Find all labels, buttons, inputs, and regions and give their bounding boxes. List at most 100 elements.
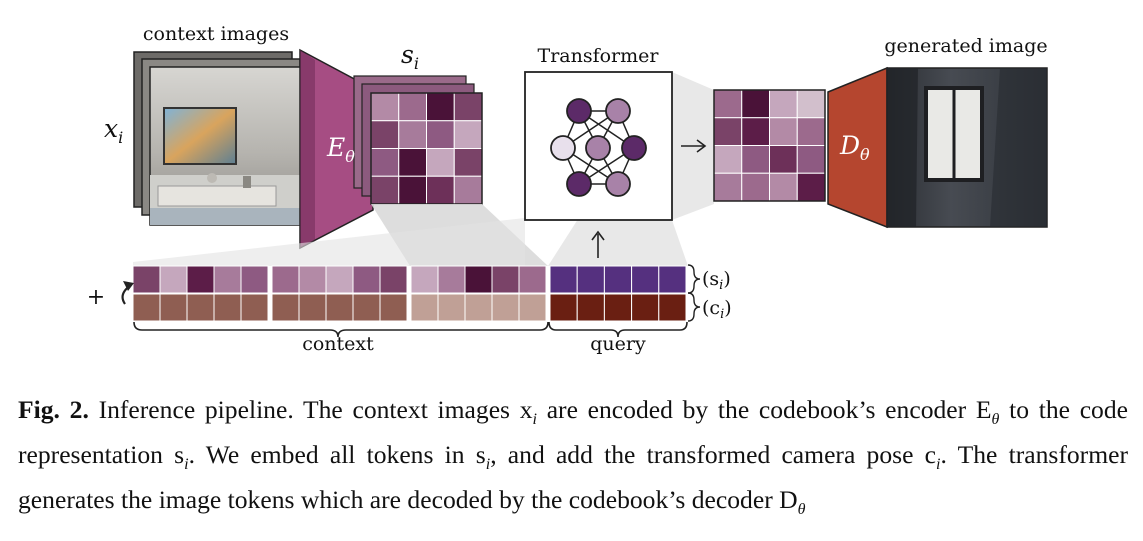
code-token bbox=[398, 175, 427, 205]
query-c-token bbox=[631, 293, 660, 322]
output-token bbox=[741, 89, 770, 119]
context-images-stack bbox=[133, 51, 311, 226]
query-s-token bbox=[603, 265, 633, 294]
context-c-token bbox=[437, 293, 466, 322]
code-token bbox=[370, 120, 400, 149]
output-token bbox=[796, 117, 826, 146]
context-s-token bbox=[410, 265, 439, 294]
context-label: context bbox=[302, 333, 374, 355]
context-s-token bbox=[159, 265, 188, 294]
caption-text-4: . We embed all tokens in s bbox=[188, 440, 486, 470]
context-s-token bbox=[132, 265, 161, 294]
transformer-box bbox=[524, 71, 673, 221]
code-token bbox=[453, 175, 483, 205]
query-s-token bbox=[576, 265, 605, 294]
plus-label: + bbox=[87, 285, 105, 310]
caption-label: Fig. 2. bbox=[18, 395, 89, 424]
context-images-label: context images bbox=[143, 23, 289, 45]
code-token bbox=[426, 148, 455, 177]
code-token bbox=[453, 92, 483, 122]
context-s-token bbox=[298, 265, 327, 294]
c-legend-label: (ci) bbox=[702, 297, 732, 322]
s-legend-label: (si) bbox=[702, 268, 731, 293]
xi-label: xi bbox=[104, 114, 123, 147]
c-row-brace bbox=[687, 292, 701, 322]
output-token bbox=[769, 89, 798, 119]
context-s-token bbox=[213, 265, 242, 294]
context-s-token bbox=[325, 265, 354, 294]
output-token bbox=[741, 145, 770, 174]
context-c-token bbox=[159, 293, 188, 322]
context-c-token bbox=[379, 293, 408, 322]
code-token bbox=[426, 120, 455, 149]
caption-text-2: are encoded by the codebook’s encoder E bbox=[536, 395, 992, 424]
context-s-token bbox=[518, 265, 547, 294]
nn-node-icon bbox=[566, 98, 592, 124]
code-token bbox=[398, 148, 427, 177]
context-c-token bbox=[410, 293, 439, 322]
code-representation-grid bbox=[370, 92, 483, 205]
nn-node-icon bbox=[605, 98, 631, 124]
si-label: si bbox=[401, 40, 419, 73]
query-label: query bbox=[590, 333, 646, 355]
arrow-right bbox=[681, 139, 707, 153]
query-c-token bbox=[549, 293, 578, 322]
decoder-label: Dθ bbox=[839, 131, 870, 164]
context-s-token bbox=[437, 265, 466, 294]
context-s-token bbox=[491, 265, 520, 294]
context-c-token bbox=[325, 293, 354, 322]
code-token bbox=[370, 175, 400, 205]
nn-node-icon bbox=[566, 171, 592, 197]
output-token bbox=[713, 172, 743, 202]
code-token bbox=[398, 92, 427, 122]
query-c-token bbox=[658, 293, 687, 322]
context-c-token bbox=[132, 293, 161, 322]
code-token bbox=[453, 148, 483, 177]
output-token bbox=[796, 145, 826, 174]
output-token bbox=[796, 89, 826, 119]
caption-text-5: , and add the transformed camera pose c bbox=[490, 440, 937, 470]
context-c-token bbox=[271, 293, 300, 322]
context-c-token bbox=[186, 293, 215, 322]
transformer-label: Transformer bbox=[538, 45, 660, 67]
figure-caption: Fig. 2. Inference pipeline. The context … bbox=[18, 395, 1129, 519]
query-c-token bbox=[576, 293, 605, 322]
query-s-token bbox=[549, 265, 578, 294]
output-token bbox=[769, 145, 798, 174]
code-stack bbox=[353, 75, 483, 205]
s-row-brace bbox=[687, 264, 701, 294]
context-brace bbox=[133, 321, 549, 338]
context-c-token bbox=[352, 293, 381, 322]
nn-node-icon bbox=[605, 171, 631, 197]
nn-node-icon bbox=[621, 135, 647, 161]
code-token bbox=[426, 175, 455, 205]
output-token bbox=[769, 172, 798, 202]
output-token bbox=[769, 117, 798, 146]
caption-text-6: . The transformer generates the image to… bbox=[18, 440, 1128, 515]
code-token bbox=[453, 120, 483, 149]
context-s-token bbox=[352, 265, 381, 294]
code-token bbox=[370, 92, 400, 122]
context-c-token bbox=[213, 293, 242, 322]
context-c-token bbox=[464, 293, 493, 322]
output-token bbox=[713, 117, 743, 146]
code-token bbox=[370, 148, 400, 177]
query-brace bbox=[548, 321, 688, 338]
query-s-token bbox=[658, 265, 687, 294]
pipeline-figure: context images xi si Transformer generat… bbox=[87, 23, 1048, 355]
output-token bbox=[713, 145, 743, 174]
generated-token-grid bbox=[713, 89, 826, 202]
context-s-token bbox=[464, 265, 493, 294]
context-s-token bbox=[271, 265, 300, 294]
context-c-token bbox=[240, 293, 269, 322]
output-token bbox=[741, 117, 770, 146]
context-s-token bbox=[379, 265, 408, 294]
context-c-token bbox=[298, 293, 327, 322]
token-sequence bbox=[132, 265, 687, 322]
context-c-token bbox=[491, 293, 520, 322]
context-s-token bbox=[240, 265, 269, 294]
caption-text-3: to the code representation s bbox=[18, 395, 1129, 470]
query-c-token bbox=[603, 293, 633, 322]
output-token bbox=[796, 172, 826, 202]
output-token bbox=[713, 89, 743, 119]
